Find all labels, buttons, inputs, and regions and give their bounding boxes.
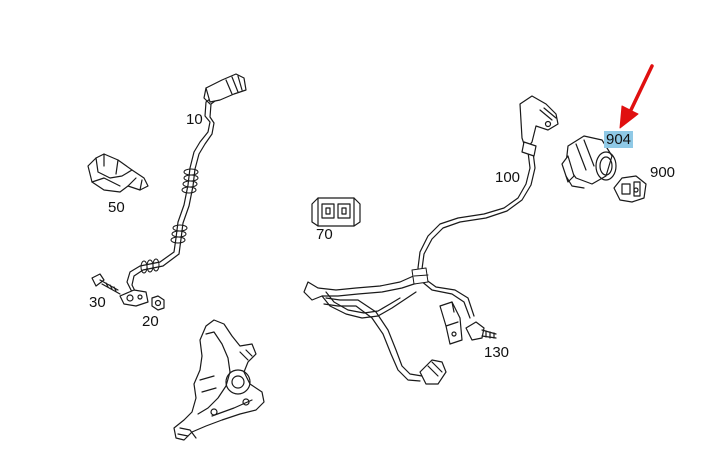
bolt-130 — [465, 321, 497, 341]
callout-50: 50 — [108, 199, 125, 216]
callout-904-highlighted[interactable]: 904 — [604, 131, 634, 148]
callout-70: 70 — [316, 226, 333, 243]
sensor-holder-904 — [561, 135, 617, 189]
callout-30: 30 — [89, 294, 106, 311]
callout-900: 900 — [650, 164, 676, 181]
right-sensor-cable — [303, 95, 559, 385]
harness-bracket — [439, 301, 463, 345]
sensor-head-left — [119, 289, 149, 307]
harness-clip — [411, 267, 429, 285]
callout-100: 100 — [495, 169, 521, 186]
nut-20 — [151, 295, 165, 311]
sensor-head-right — [519, 95, 559, 157]
left-sensor-cable — [119, 73, 247, 307]
connector-70 — [311, 197, 361, 227]
pointer-arrow — [619, 64, 654, 129]
bracket-50 — [87, 153, 149, 193]
callout-20: 20 — [142, 313, 159, 330]
harness-plug-bottom — [419, 359, 447, 385]
steering-knuckle — [173, 319, 265, 441]
cable-grommets — [140, 168, 199, 274]
bolt-30 — [91, 273, 121, 295]
clip-900 — [613, 175, 647, 203]
cable-plug-top — [203, 73, 247, 105]
callout-10: 10 — [186, 111, 203, 128]
callout-130: 130 — [484, 344, 510, 361]
